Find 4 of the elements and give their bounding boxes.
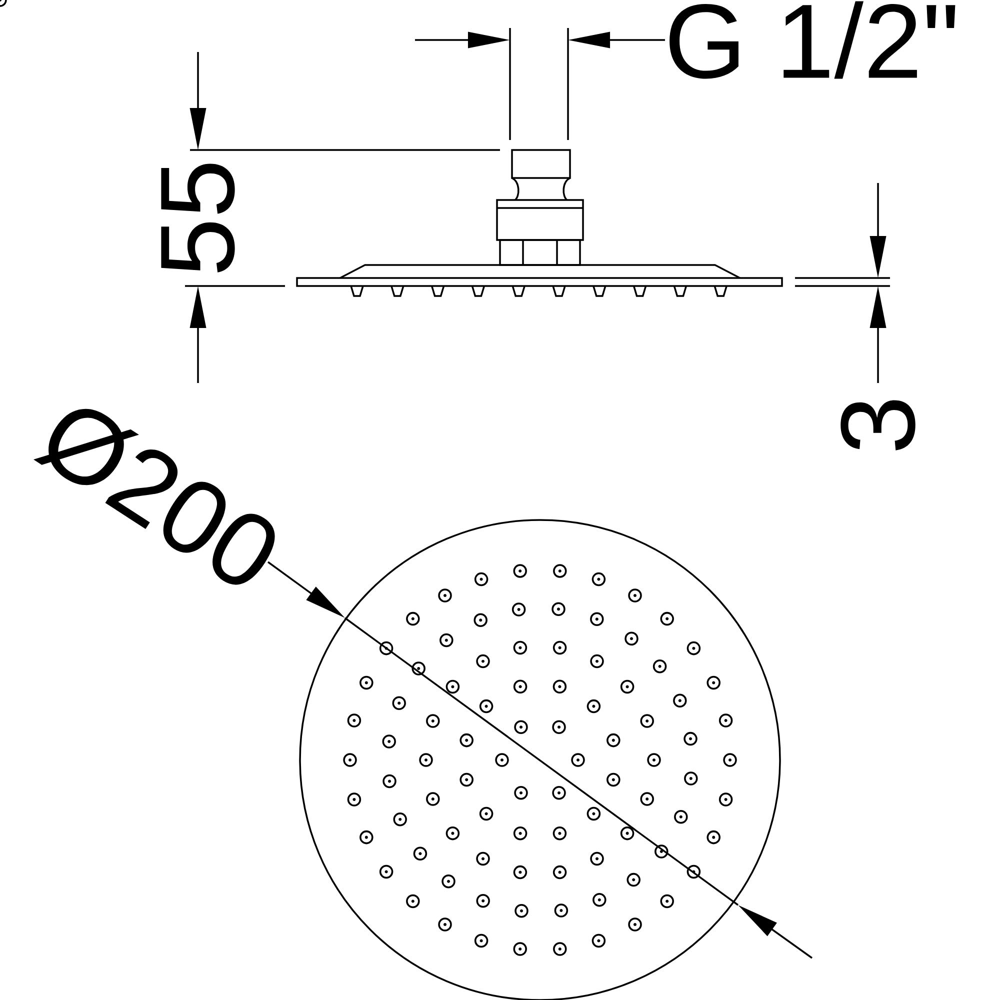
dimension-label: 3	[840, 400, 916, 450]
dimension-label: Ø200	[34, 408, 275, 585]
dimension-label: G 1/2"	[670, 1, 956, 79]
dimension-label: 55	[161, 164, 235, 272]
